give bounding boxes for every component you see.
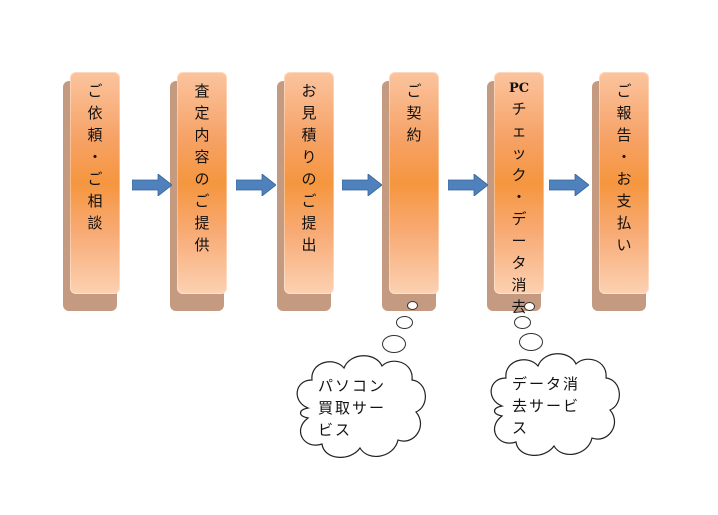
cloud-callout-shape <box>296 355 426 458</box>
thought-bubble-dot <box>396 316 413 329</box>
step-label-char: ご <box>87 82 103 100</box>
step-label-char: ご <box>406 82 422 100</box>
right-arrow-icon <box>549 174 589 196</box>
callout-line: パソコン <box>318 377 387 395</box>
step-label-char: ー <box>511 232 527 250</box>
step-label-char: 提 <box>301 214 317 232</box>
step-label-char: 談 <box>87 214 103 232</box>
step-label-char: の <box>194 170 210 188</box>
step-label-char: 契 <box>406 104 422 122</box>
step-label-char: ・ <box>616 148 632 166</box>
step-label-char: 容 <box>194 148 210 166</box>
step-label-char: お <box>616 170 632 188</box>
step-label-char: チ <box>511 100 527 118</box>
step-label-char: 出 <box>301 236 317 254</box>
step-label: ご契約 <box>389 80 439 146</box>
step-label-char: ・ <box>87 148 103 166</box>
step-card <box>177 72 227 294</box>
callout-line: ス <box>512 419 530 437</box>
callout-line: 買取サー <box>318 399 387 417</box>
callout-line: ビス <box>318 421 353 439</box>
right-arrow-icon <box>342 174 382 196</box>
step-contract: ご契約 <box>382 72 443 311</box>
step-label-char: ・ <box>511 188 527 206</box>
right-arrow-icon <box>448 174 488 196</box>
step-label-vertical: チェック・データ消去 <box>511 98 526 318</box>
step-label-char: り <box>301 148 317 166</box>
step-assessment-details: 査定内容のご提供 <box>170 72 231 311</box>
thought-bubble-dot <box>524 302 535 311</box>
step-label-char: ご <box>194 192 210 210</box>
step-label-char: 相 <box>87 192 103 210</box>
step-label-char: い <box>616 236 632 254</box>
step-label-char: 頼 <box>87 126 103 144</box>
step-label-char: 定 <box>194 104 210 122</box>
right-arrow-icon <box>132 174 172 196</box>
step-card <box>389 72 439 294</box>
step-label-char: 払 <box>616 214 632 232</box>
step-label-char: 見 <box>301 104 317 122</box>
thought-bubble-dot <box>514 316 531 329</box>
step-label-char: 消 <box>511 276 527 294</box>
step-label-char: 支 <box>616 192 632 210</box>
step-report-payment: ご報告・お支払い <box>592 72 653 311</box>
step-label-latin: PC <box>508 81 530 96</box>
right-arrow-icon <box>236 174 276 196</box>
step-label: PC チェック・データ消去 <box>494 80 544 318</box>
step-card <box>70 72 120 294</box>
step-label-char: 提 <box>194 214 210 232</box>
step-request-consultation: ご依頼・ご相談 <box>63 72 124 311</box>
step-label-char: 告 <box>616 126 632 144</box>
step-label: 査定内容のご提供 <box>177 80 227 256</box>
step-label-char: ェ <box>511 122 527 140</box>
step-label-char: タ <box>511 254 527 272</box>
step-quotation: お見積りのご提出 <box>277 72 338 311</box>
step-label: ご依頼・ご相談 <box>70 80 120 234</box>
thought-bubble-dot <box>407 301 418 310</box>
step-label-char: 約 <box>406 126 422 144</box>
callout-data-erasure-service: データ消 去サービ ス <box>512 373 580 439</box>
step-label-char: ッ <box>511 144 527 162</box>
step-label-char: お <box>301 82 317 100</box>
step-card <box>284 72 334 294</box>
step-label-char: の <box>301 170 317 188</box>
step-label-char: 去 <box>511 298 527 316</box>
cloud-callout-shape <box>490 353 620 456</box>
step-label-char: 報 <box>616 104 632 122</box>
step-label-char: 供 <box>194 236 210 254</box>
step-label-char: 依 <box>87 104 103 122</box>
step-label-char: 内 <box>194 126 210 144</box>
step-label-char: ご <box>616 82 632 100</box>
step-label-char: 査 <box>194 82 210 100</box>
step-label-char: ご <box>301 192 317 210</box>
step-label-char: ご <box>87 170 103 188</box>
step-pc-check-data-erasure: PC チェック・データ消去 <box>487 72 548 316</box>
callout-line: データ消 <box>512 375 581 393</box>
callout-pc-buyback-service: パソコン 買取サー ビス <box>318 375 386 441</box>
step-label-char: ク <box>511 166 527 184</box>
step-card <box>599 72 649 294</box>
thought-bubble-dot <box>519 333 543 351</box>
step-card <box>494 72 544 294</box>
step-label: ご報告・お支払い <box>599 80 649 256</box>
step-label: お見積りのご提出 <box>284 80 334 256</box>
step-label-char: 積 <box>301 126 317 144</box>
step-label-char: デ <box>511 210 527 228</box>
callout-line: 去サービ <box>512 397 581 415</box>
thought-bubble-dot <box>382 335 406 353</box>
